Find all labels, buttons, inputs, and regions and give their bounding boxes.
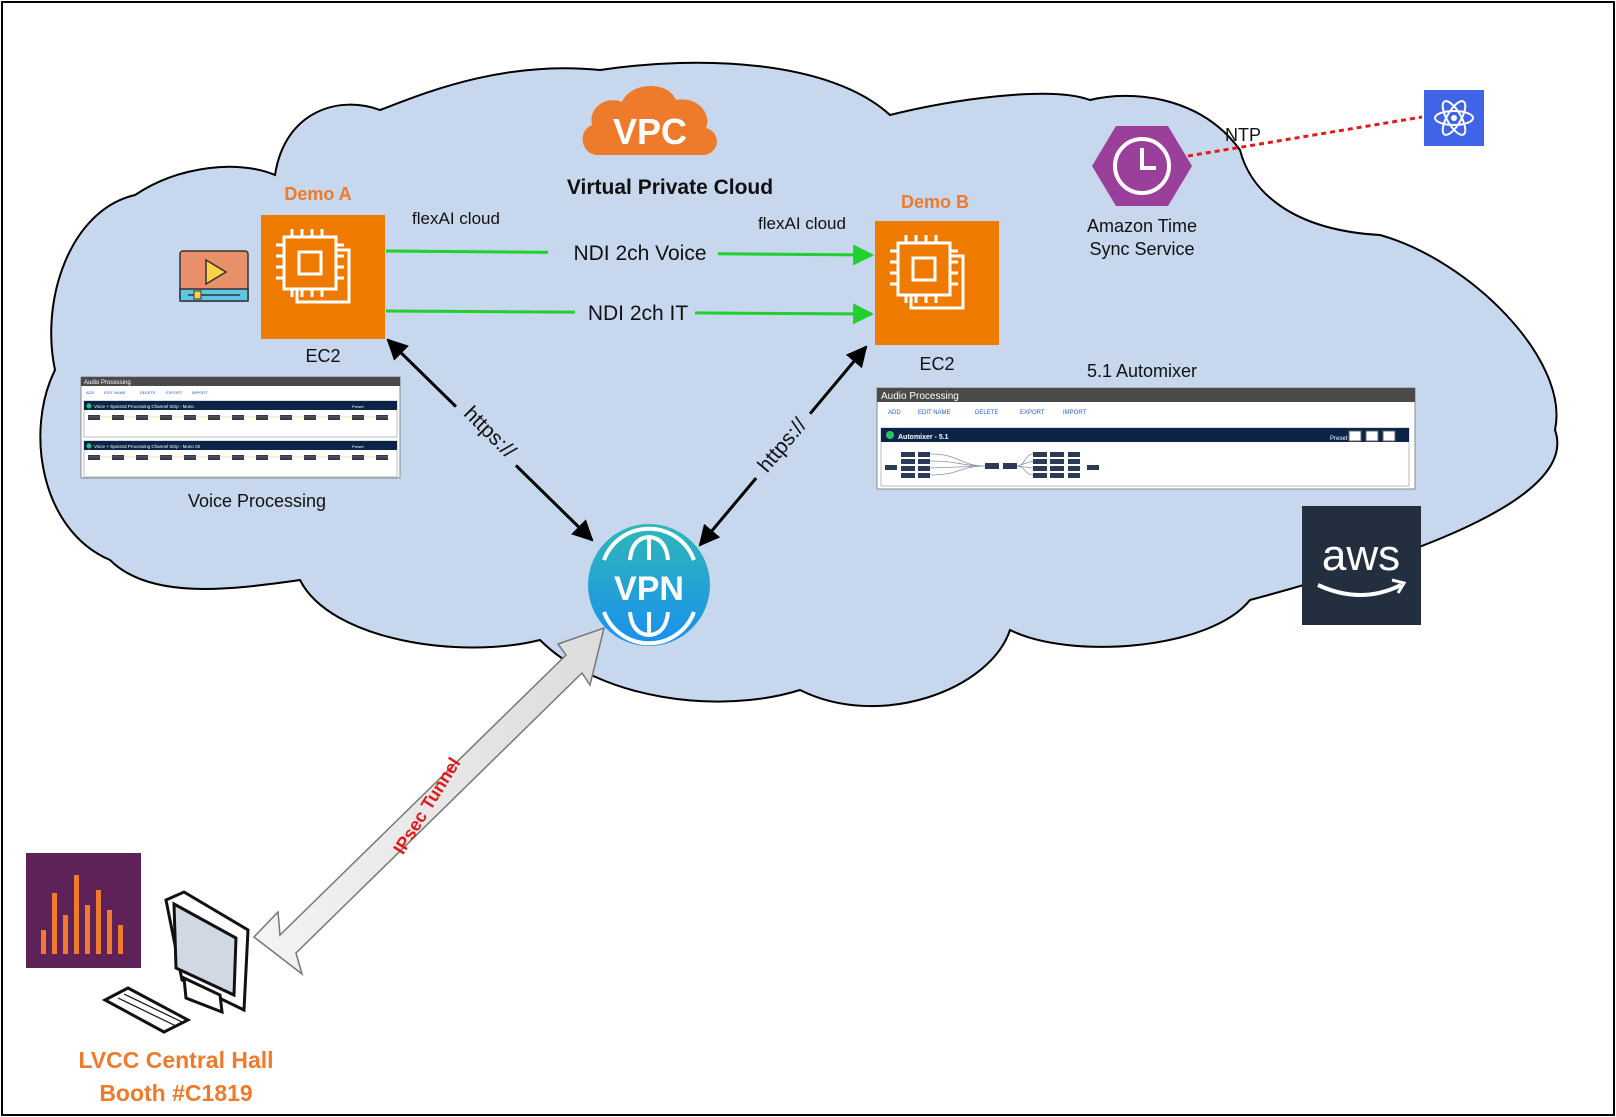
ndi-it-label: NDI 2ch IT bbox=[588, 302, 689, 325]
voice-strip-2-title: Voice + Spectral Processing Channel Stri… bbox=[94, 444, 201, 449]
voice-toolbar-delete[interactable]: DELETE bbox=[140, 390, 156, 395]
voice-panel-title: Audio Processing bbox=[84, 380, 131, 386]
voice-processing-panel: Audio Processing ADD EDIT NAME DELETE EX… bbox=[80, 376, 401, 479]
automixer-toolbar-edit-name[interactable]: EDIT NAME bbox=[918, 410, 951, 416]
aws-logo-text: aws bbox=[1322, 531, 1400, 580]
voice-strip-1-title: Voice + Spectral Processing Channel Stri… bbox=[94, 404, 194, 409]
demo-a-label: Demo A bbox=[284, 184, 351, 204]
computer-workstation-icon bbox=[101, 890, 250, 1034]
voice-strip-2-preset[interactable]: Preset bbox=[352, 444, 364, 449]
demo-b-label: Demo B bbox=[901, 192, 969, 212]
vpn-label: VPN bbox=[614, 570, 684, 608]
time-sync-label-line2: Sync Service bbox=[1089, 239, 1194, 259]
amazon-time-sync-icon[interactable] bbox=[1092, 126, 1192, 206]
automixer-preset[interactable]: Preset bbox=[1330, 436, 1348, 442]
voice-strip-1-preset[interactable]: Preset bbox=[352, 404, 364, 409]
atomic-clock-icon bbox=[1424, 90, 1484, 146]
globe-icon bbox=[602, 526, 696, 646]
voice-toolbar-export[interactable]: EXPORT bbox=[166, 390, 183, 395]
demo-b-ec2[interactable] bbox=[875, 221, 999, 345]
ipsec-tunnel-arrow bbox=[252, 626, 606, 976]
vpc-badge: VPC bbox=[582, 85, 717, 155]
ntp-label: NTP bbox=[1225, 125, 1261, 145]
automixer-panel: Audio Processing ADD EDIT NAME DELETE EX… bbox=[876, 387, 1416, 490]
audio-levels-icon bbox=[26, 853, 141, 968]
demo-a-ec2[interactable] bbox=[261, 215, 385, 339]
automixer-toolbar-add[interactable]: ADD bbox=[888, 410, 901, 416]
booth-label-line2: Booth #C1819 bbox=[99, 1080, 252, 1106]
automixer-panel-title: Audio Processing bbox=[881, 391, 959, 402]
automixer-toolbar-import[interactable]: IMPORT bbox=[1063, 410, 1087, 416]
voice-processing-caption: Voice Processing bbox=[188, 491, 326, 511]
automixer-strip-title: Automixer - 5.1 bbox=[898, 434, 949, 441]
voice-toolbar-import[interactable]: IMPORT bbox=[192, 390, 208, 395]
ndi-voice-label: NDI 2ch Voice bbox=[573, 242, 706, 265]
vpc-badge-label: VPC bbox=[613, 111, 687, 152]
automixer-flow-graph bbox=[885, 452, 1099, 478]
media-player-icon bbox=[179, 250, 249, 302]
automixer-caption: 5.1 Automixer bbox=[1087, 361, 1197, 381]
demo-a-instance-label: EC2 bbox=[305, 346, 340, 366]
voice-toolbar-add[interactable]: ADD bbox=[86, 390, 95, 395]
demo-b-instance-label: EC2 bbox=[919, 354, 954, 374]
ec2-chip-icon bbox=[890, 235, 965, 310]
voice-strip-2-chain bbox=[88, 455, 388, 460]
automixer-toolbar-export[interactable]: EXPORT bbox=[1020, 410, 1045, 416]
voice-strip-1-chain bbox=[88, 415, 388, 420]
demo-b-cloud-label: flexAI cloud bbox=[758, 214, 846, 233]
ntp-link bbox=[1187, 115, 1423, 158]
booth-label-line1: LVCC Central Hall bbox=[78, 1047, 273, 1073]
time-sync-label-line1: Amazon Time bbox=[1087, 216, 1197, 236]
aws-logo: aws bbox=[1302, 506, 1421, 625]
vpn-node[interactable]: VPN bbox=[588, 524, 710, 646]
voice-toolbar-edit-name[interactable]: EDIT NAME bbox=[104, 390, 126, 395]
ec2-chip-icon bbox=[276, 229, 351, 304]
demo-a-cloud-label: flexAI cloud bbox=[412, 209, 500, 228]
automixer-toolbar-delete[interactable]: DELETE bbox=[975, 410, 998, 416]
vpc-title: Virtual Private Cloud bbox=[567, 176, 773, 199]
